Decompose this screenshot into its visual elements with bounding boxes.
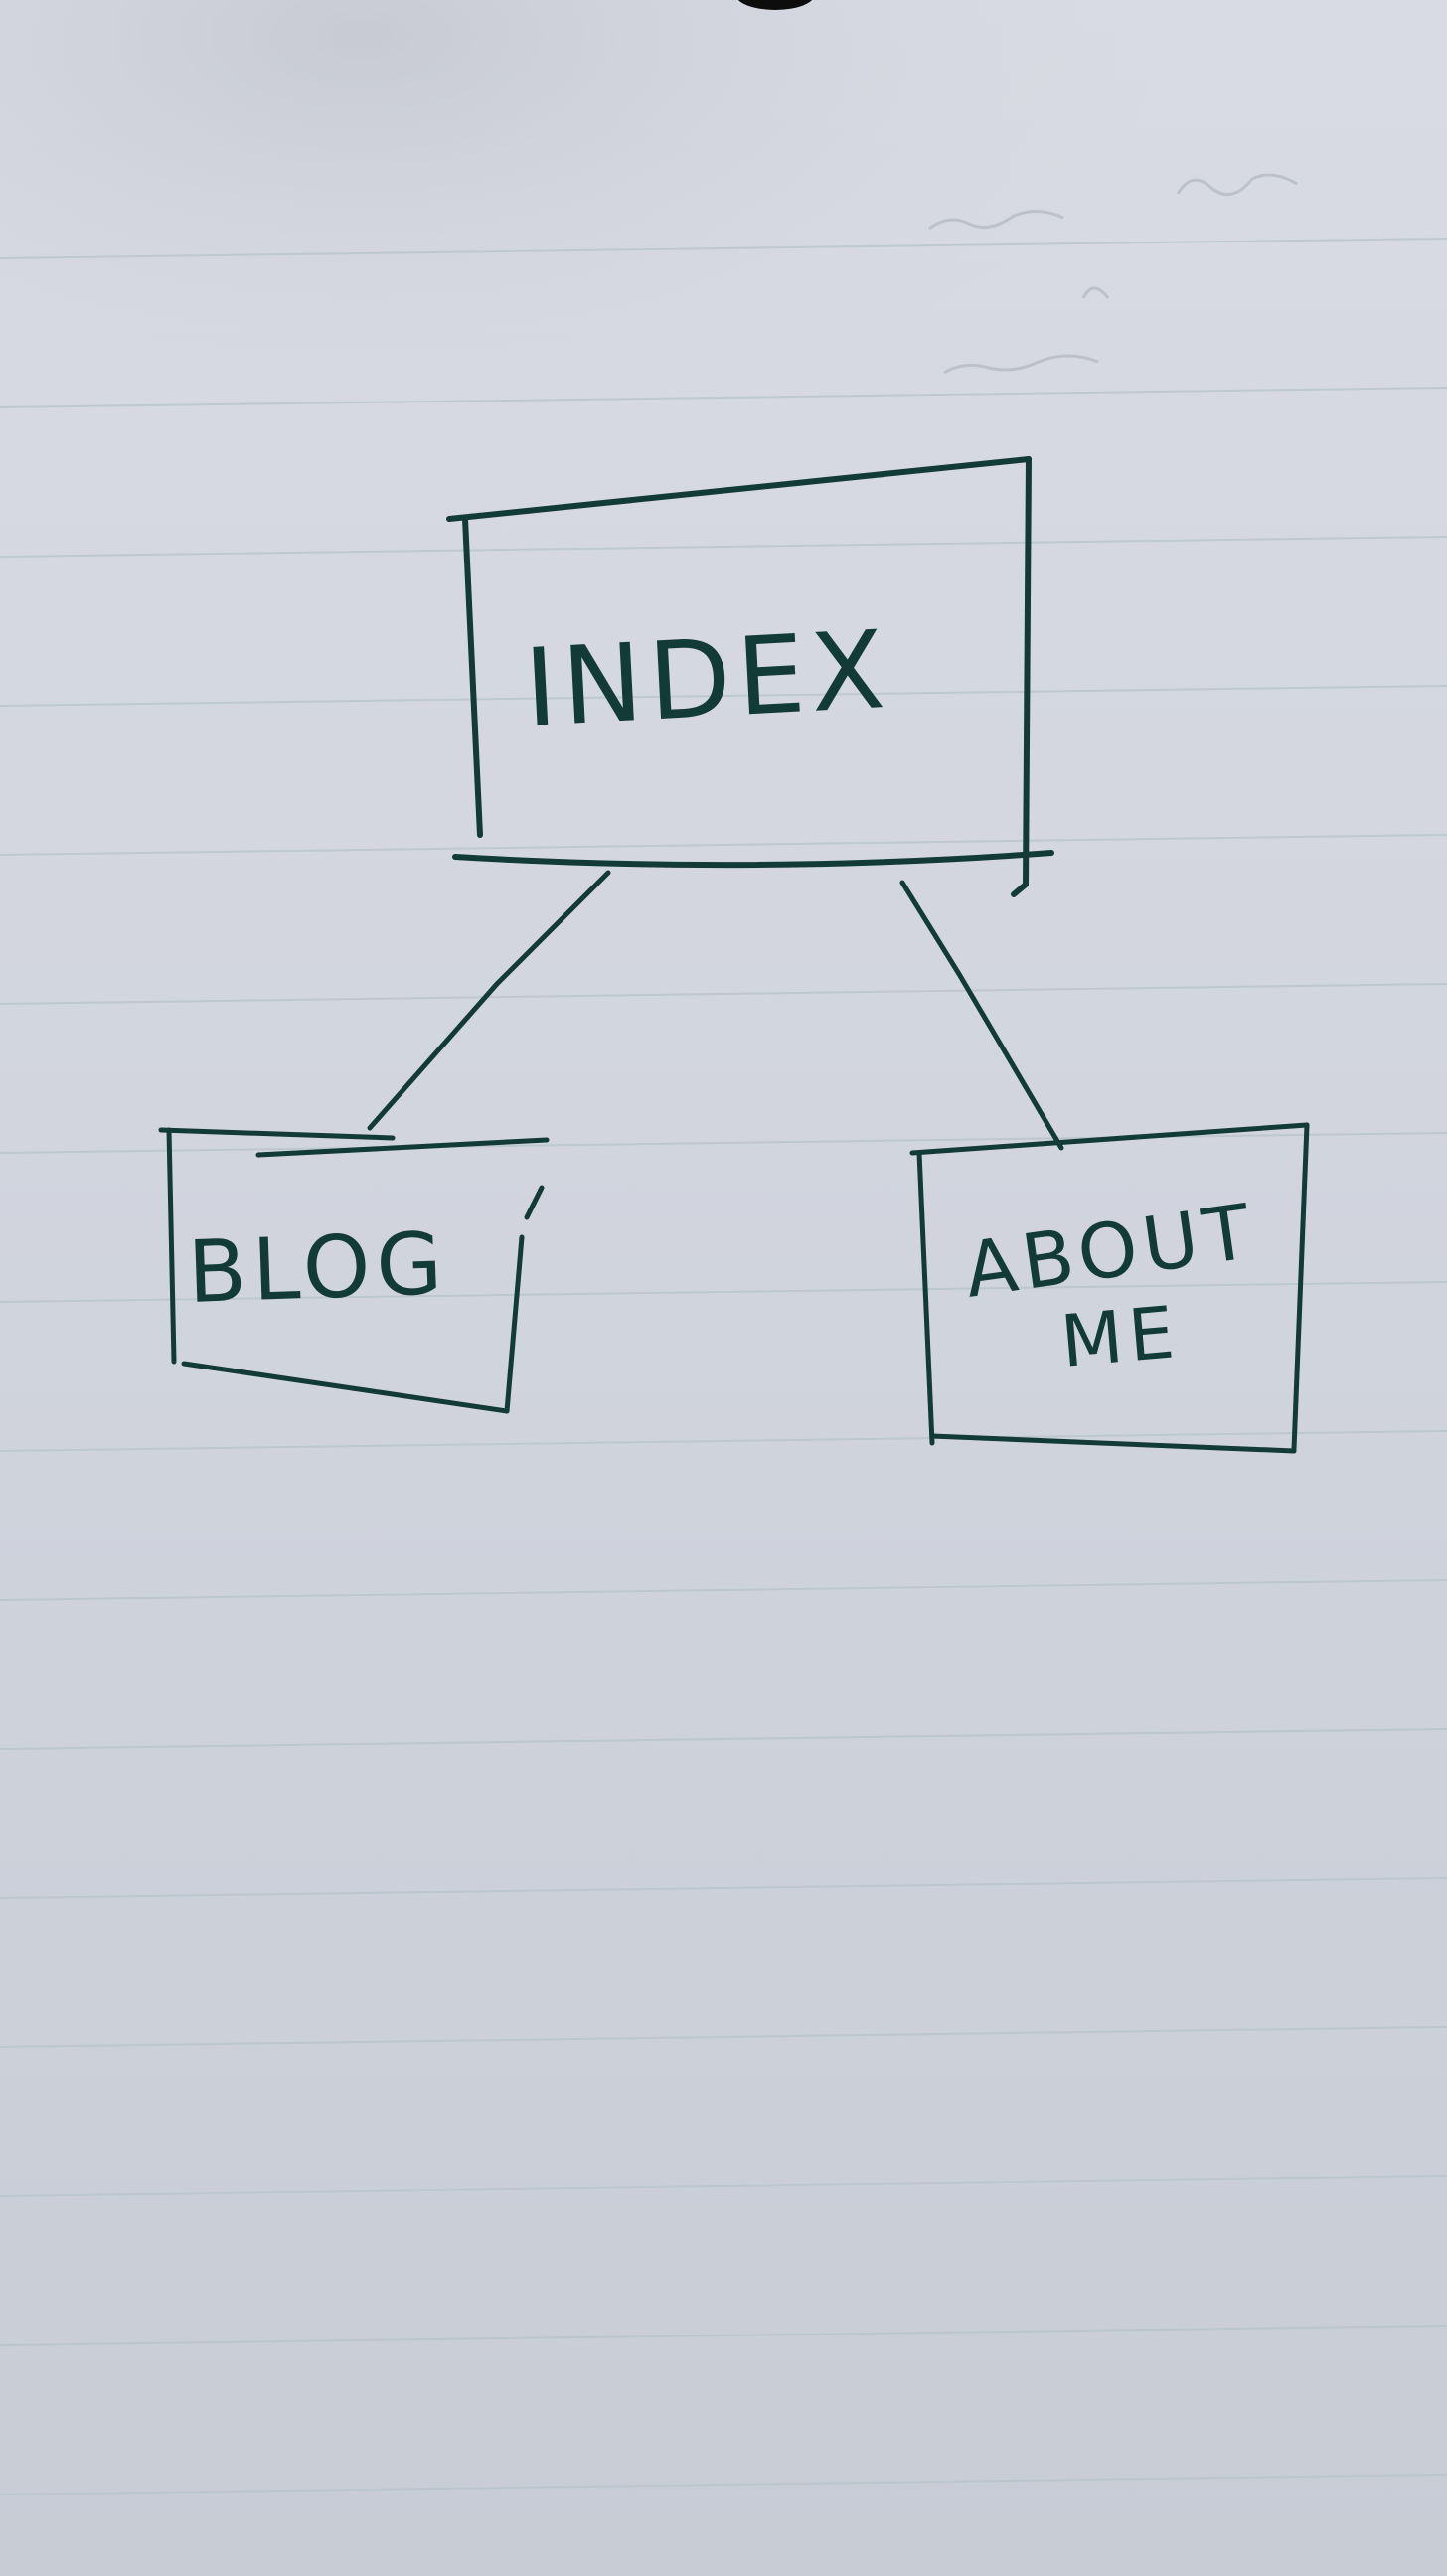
node-blog-label: BLOG: [186, 1214, 450, 1323]
rule-line: [0, 685, 1447, 707]
rule-line: [0, 2175, 1447, 2197]
rule-line: [0, 1430, 1447, 1452]
paper-shadow: [0, 0, 1447, 696]
edge-index-to-about: [899, 880, 1064, 1151]
pen-tip: [737, 0, 813, 10]
rule-line: [0, 834, 1447, 856]
rule-line: [0, 238, 1447, 259]
rule-line: [0, 1281, 1447, 1303]
rule-line: [0, 2325, 1447, 2346]
node-blog-box: [158, 1127, 550, 1414]
rule-line: [0, 983, 1447, 1005]
rule-line: [0, 536, 1447, 558]
ruled-lines: [0, 238, 1447, 2496]
rule-line: [0, 1132, 1447, 1154]
node-index-label: INDEX: [522, 608, 893, 751]
rule-line: [0, 2026, 1447, 2048]
rule-line: [0, 387, 1447, 408]
rule-line: [0, 1728, 1447, 1750]
connectors: [367, 870, 1064, 1151]
edge-index-to-blog: [367, 870, 611, 1131]
rule-line: [0, 1877, 1447, 1899]
bleed-through-marks: [928, 173, 1298, 375]
rule-line: [0, 1579, 1447, 1601]
node-about-box: [909, 1122, 1310, 1454]
node-about-label-line2: ME: [1057, 1290, 1183, 1383]
rule-line: [0, 2474, 1447, 2496]
node-index-box: [446, 456, 1054, 897]
